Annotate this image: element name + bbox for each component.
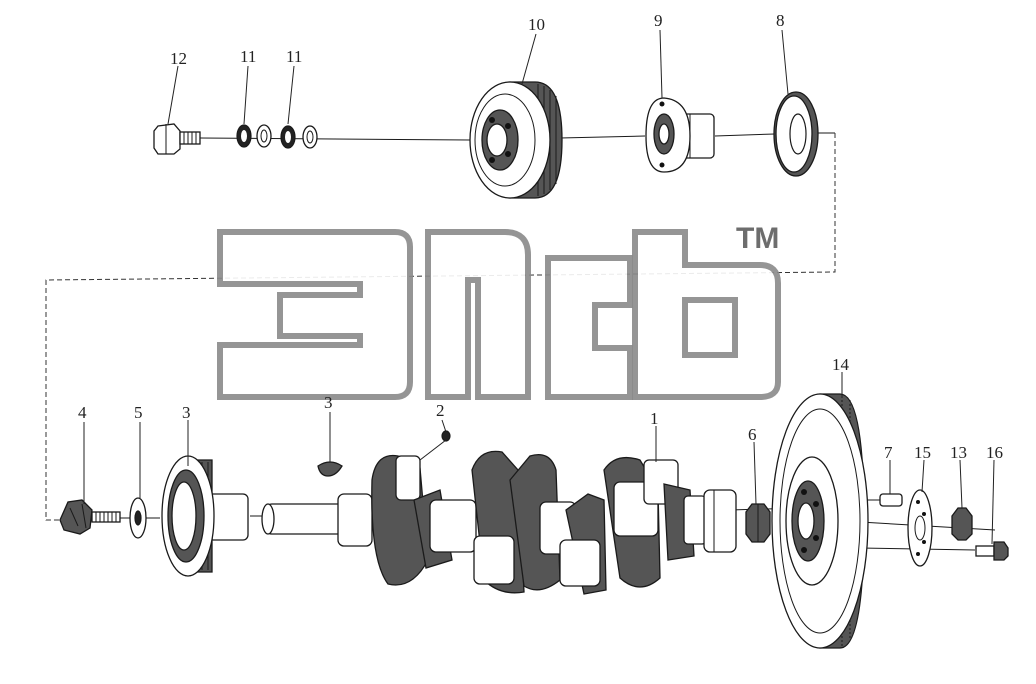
part-3-front-pulley (161, 455, 249, 577)
label-part-9: 9 (654, 11, 663, 30)
part-16-bolt (975, 541, 1009, 561)
part-14-flywheel (771, 393, 869, 649)
part-2-dowel-pin (441, 430, 451, 442)
label-part-14: 14 (832, 355, 850, 374)
part-15-lock-plate (907, 489, 933, 567)
part-11-washers (236, 124, 318, 149)
part-10-pulley (469, 81, 563, 199)
part-4-bolt (59, 499, 121, 535)
part-7-pin (879, 493, 903, 507)
part-9-hub (645, 97, 715, 173)
part-6-nut (745, 503, 771, 543)
label-part-6: 6 (748, 425, 757, 444)
trademark-symbol: TM (736, 222, 779, 255)
label-part-13: 13 (950, 443, 967, 462)
label-part-5: 5 (134, 403, 143, 422)
label-part-7: 7 (884, 443, 893, 462)
label-part-3-key: 3 (324, 393, 333, 412)
label-part-8: 8 (776, 11, 785, 30)
watermark-logo: TM (217, 222, 781, 400)
connector-dashed-line (45, 133, 836, 521)
label-part-11-a: 11 (240, 47, 256, 66)
part-3-woodruff-key (317, 461, 343, 477)
leader-lines (83, 29, 995, 545)
part-8-seal-ring (773, 91, 819, 177)
label-part-10: 10 (528, 15, 545, 34)
label-part-1: 1 (650, 409, 659, 428)
part-1-crankshaft (261, 450, 737, 595)
label-part-15: 15 (914, 443, 931, 462)
label-part-12: 12 (170, 49, 187, 68)
part-13-nut (951, 507, 973, 541)
label-part-11-b: 11 (286, 47, 302, 66)
part-labels: 12 11 11 10 9 8 4 5 3 3 2 1 6 14 7 15 13… (78, 11, 1003, 462)
part-12-bolt (153, 123, 201, 155)
part-5-washer (129, 497, 147, 539)
label-part-2: 2 (436, 401, 445, 420)
label-part-16: 16 (986, 443, 1003, 462)
label-part-4: 4 (78, 403, 87, 422)
label-part-3-pulley: 3 (182, 403, 191, 422)
